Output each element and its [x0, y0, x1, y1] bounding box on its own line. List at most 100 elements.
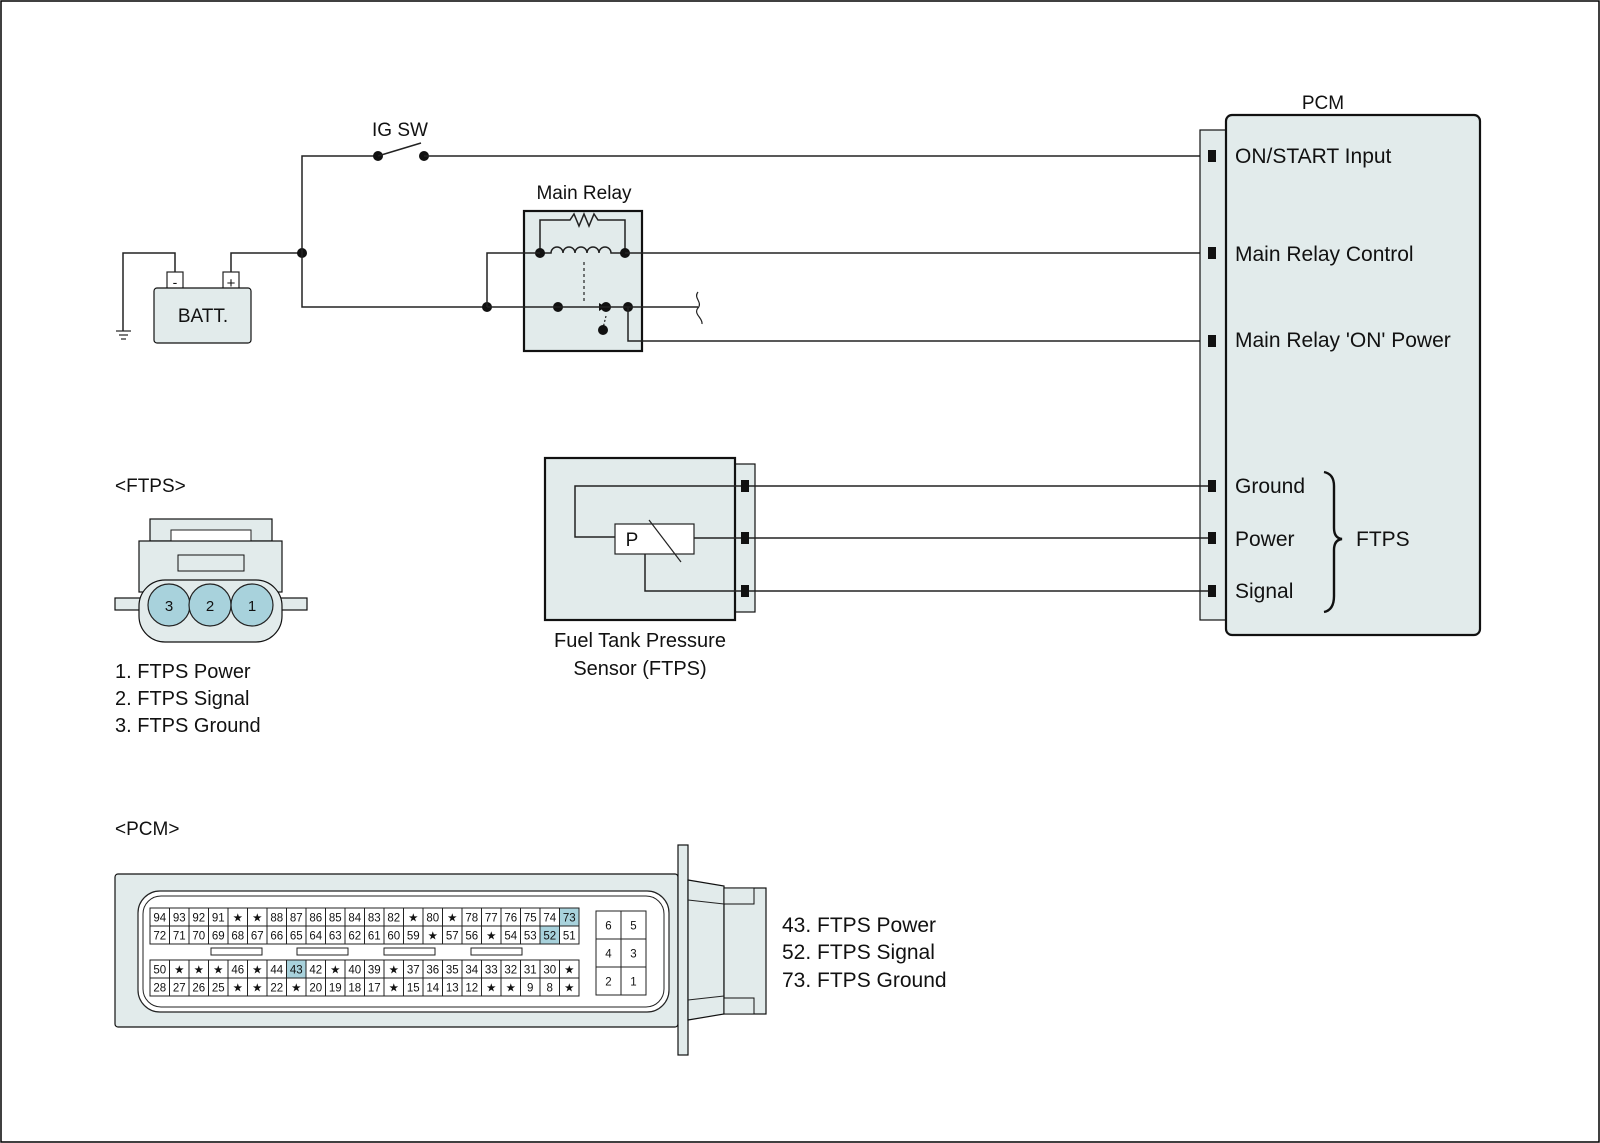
ftps-connector-view: <FTPS> 3 2 1 1. FTPS Power 2. FTPS Signa…: [114, 476, 308, 737]
pcm-pin-label: 40: [348, 965, 361, 977]
relay-coil-feed-wire: [486, 252, 540, 307]
pcm-connector-title: <PCM>: [115, 819, 179, 840]
ftps-pin-number: 3: [165, 598, 173, 615]
battery-body: [153, 287, 252, 344]
pcm-pin: [1208, 585, 1216, 597]
pcm-pin: [1208, 335, 1216, 347]
pcm-pin-label: 31: [524, 965, 537, 977]
pcm-pin-label: 80: [426, 913, 439, 925]
pcm-pin-label: ★: [252, 965, 262, 977]
pcm-pin-label: ★: [389, 983, 399, 995]
pcm-pin: [1208, 480, 1216, 492]
ftps-pin-number: 2: [206, 598, 214, 615]
battery-label: BATT.: [178, 306, 228, 327]
pcm-pin-label: 52: [543, 931, 556, 943]
fuel-tank-pressure-sensor: P Fuel Tank Pressure Sensor (FTPS): [543, 456, 756, 680]
pcm-small-pin-cell: [620, 910, 647, 940]
pcm-pin-label: 76: [504, 913, 517, 925]
pcm-block: PCM ON/START Input Main Relay Control Ma…: [1199, 93, 1482, 637]
pcm-pin-label: ★: [233, 983, 243, 995]
pcm-pin-label: 56: [465, 931, 478, 943]
pcm-pin-ground: Ground: [1235, 475, 1305, 498]
main-relay-body: [522, 209, 644, 353]
pcm-pin-label: 43: [290, 965, 303, 977]
pcm-pin-label: 69: [212, 931, 225, 943]
pcm-pin-label: ★: [330, 965, 340, 977]
pcm-pin-label: 82: [387, 913, 400, 925]
pcm-pin-label: 63: [329, 931, 342, 943]
sensor-caption-line2: Sensor (FTPS): [573, 658, 706, 680]
ftps-legend-item: 3. FTPS Ground: [115, 715, 261, 737]
pcm-pin-relay-control: Main Relay Control: [1235, 243, 1414, 266]
battery-ground-wire: [122, 252, 176, 318]
pcm-pin-label: 75: [524, 913, 537, 925]
pcm-connector-flange: [677, 844, 689, 1056]
pcm-pin-label: 39: [368, 965, 381, 977]
pcm-pin-label: 62: [348, 931, 361, 943]
sensor-pin: [741, 480, 749, 492]
pcm-pin-label: 54: [504, 931, 517, 943]
pcm-pin-label: ★: [213, 965, 223, 977]
pcm-pin-label: 78: [465, 913, 478, 925]
sensor-pin: [741, 532, 749, 544]
pcm-pin-label: ★: [564, 983, 574, 995]
pcm-pin-label: 51: [563, 931, 576, 943]
pcm-pin-power: Power: [1235, 528, 1295, 551]
pcm-small-pin-label: 3: [630, 949, 636, 961]
battery-positive-wire: [230, 252, 302, 272]
pcm-pin: [1208, 150, 1216, 162]
relay-on-power-wire: [627, 307, 1208, 342]
pcm-pin-label: 12: [465, 983, 478, 995]
pcm-pin-label: 85: [329, 913, 342, 925]
wire-continues-icon: [695, 291, 703, 325]
pcm-pin-label: 57: [446, 931, 459, 943]
pcm-pin-label: 14: [426, 983, 439, 995]
pcm-pin-label: 61: [368, 931, 381, 943]
pcm-pin-label: 53: [524, 931, 537, 943]
pcm-pin-label: 77: [485, 913, 498, 925]
pcm-pin-label: 60: [387, 931, 400, 943]
pcm-pin-label: 25: [212, 983, 225, 995]
pcm-pin-label: 46: [231, 965, 244, 977]
pcm-pin-label: 30: [543, 965, 556, 977]
pcm-pin-label: ★: [447, 913, 457, 925]
pcm-pin-label: 94: [153, 913, 166, 925]
sensor-signal-trace: [644, 554, 743, 592]
pcm-pin-label: ★: [233, 913, 243, 925]
pcm-small-pin-label: 6: [605, 921, 611, 933]
ig-switch-label: IG SW: [372, 120, 428, 141]
pcm-pin-label: 59: [407, 931, 420, 943]
pcm-pin-label: 72: [153, 931, 166, 943]
battery-neg-label: -: [173, 274, 178, 290]
pcm-pin-label: ★: [252, 983, 262, 995]
pcm-pin-label: 36: [426, 965, 439, 977]
pcm-pin-label: ★: [252, 913, 262, 925]
pcm-pin-label: 73: [563, 913, 576, 925]
relay-resistor: [539, 212, 626, 253]
pcm-pin-label: ★: [506, 983, 516, 995]
pcm-pin-label: 17: [368, 983, 381, 995]
pcm-pin-label: 86: [309, 913, 322, 925]
pcm-pin-label: 92: [192, 913, 205, 925]
pcm-pin-label: ★: [389, 965, 399, 977]
pcm-pin-signal: Signal: [1235, 580, 1293, 603]
pcm-connector-strip: [1199, 129, 1227, 621]
pcm-pin-label: 68: [231, 931, 244, 943]
pcm-pin-relay-on-power: Main Relay 'ON' Power: [1235, 329, 1451, 352]
sensor-ground-trace: [574, 485, 743, 538]
pcm-pin-label: 91: [212, 913, 225, 925]
pcm-body: [1224, 113, 1482, 637]
pcm-pin-label: 9: [527, 983, 533, 995]
ftps-legend-item: 1. FTPS Power: [115, 661, 251, 683]
pcm-pin-label: 15: [407, 983, 420, 995]
ftps-pin: [230, 583, 274, 627]
relay-coil: [540, 246, 625, 254]
pcm-pin-label: 70: [192, 931, 205, 943]
pcm-pin-label: 26: [192, 983, 205, 995]
main-relay-label: Main Relay: [536, 183, 632, 204]
pcm-small-pin-label: 4: [605, 949, 612, 961]
pcm-pin-label: 44: [270, 965, 283, 977]
